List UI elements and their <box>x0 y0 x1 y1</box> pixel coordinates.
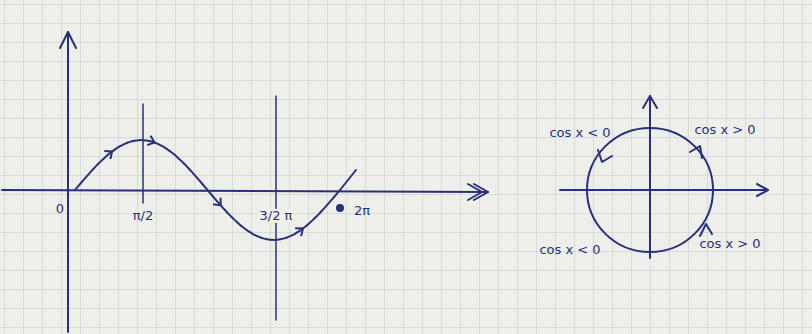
axis-arrow <box>757 184 768 196</box>
axis-tick-label: π/2 <box>133 209 153 223</box>
direction-arrow <box>598 150 612 162</box>
axis-arrow <box>643 96 657 108</box>
unit-circle <box>587 128 713 252</box>
sign-label: cos x > 0 <box>699 237 760 251</box>
circle-y-axis <box>649 96 651 258</box>
sine-curve <box>75 140 340 240</box>
sign-label: cos x < 0 <box>539 243 600 257</box>
direction-arrow <box>700 224 712 236</box>
sign-label: cos x < 0 <box>549 126 610 140</box>
point-dot <box>336 204 344 212</box>
y-axis <box>67 32 69 332</box>
direction-arrow <box>690 146 702 158</box>
x-axis <box>2 190 488 192</box>
axis-tick-label: 0 <box>56 202 64 216</box>
axis-arrow <box>60 32 76 48</box>
curve-tail <box>340 170 356 190</box>
circle-x-axis <box>560 189 768 191</box>
guide-line <box>142 104 144 203</box>
direction-arrow <box>104 147 115 159</box>
axis-tick-label: 2π <box>354 204 370 218</box>
axis-tick-label: 3/2 π <box>258 209 295 223</box>
direction-arrow <box>213 198 224 209</box>
axis-arrow <box>468 184 488 200</box>
direction-arrow <box>147 136 156 147</box>
direction-arrow <box>295 225 306 237</box>
sign-label: cos x > 0 <box>694 123 755 137</box>
